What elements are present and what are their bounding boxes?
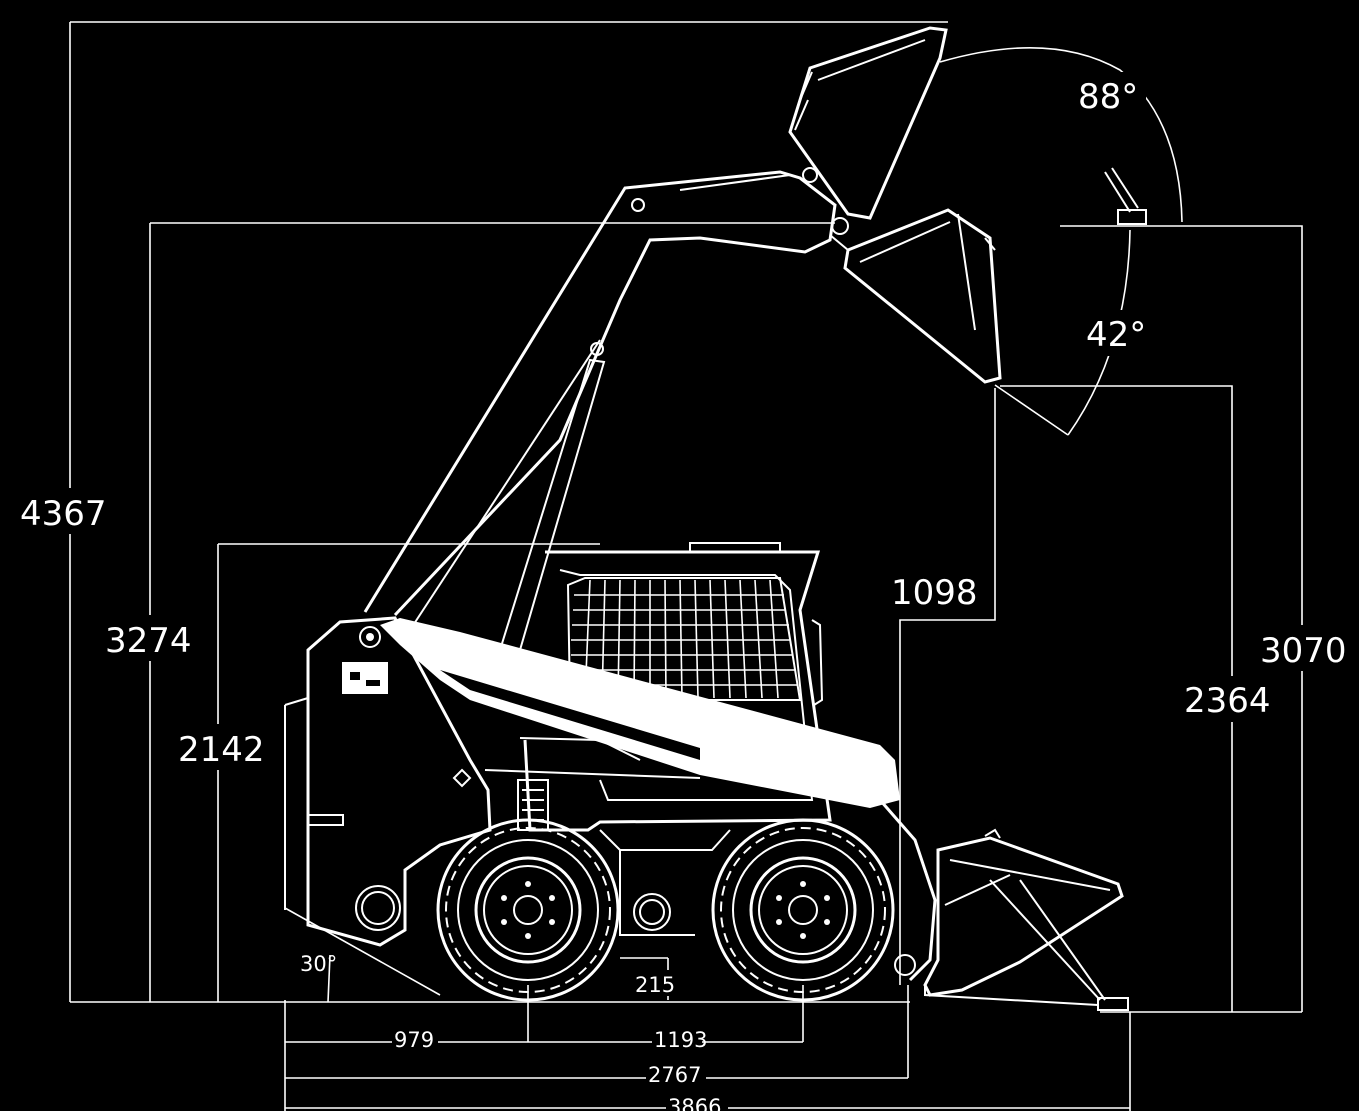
raised-lift-arm [363, 170, 837, 651]
raised-bucket-top [788, 26, 948, 235]
front-wheel [711, 818, 895, 1002]
tilt-indicator [1104, 167, 1147, 225]
label-2142: 2142 [178, 730, 265, 770]
label-3866: 3866 [668, 1095, 721, 1111]
dimension-lines [69, 21, 1303, 1111]
dimension-labels: 4367 3274 2142 1098 2364 3070 88° 42° 30… [16, 72, 1354, 1111]
rear-wheel [436, 818, 620, 1002]
label-1193: 1193 [654, 1028, 707, 1052]
label-3274: 3274 [105, 621, 192, 661]
label-2767: 2767 [648, 1063, 701, 1087]
machine-body [284, 542, 937, 982]
label-1098: 1098 [891, 573, 978, 613]
dumped-bucket-middle [829, 208, 1002, 384]
label-979: 979 [394, 1028, 434, 1052]
label-88-deg: 88° [1078, 77, 1138, 117]
label-215: 215 [635, 973, 675, 997]
label-4367: 4367 [20, 494, 107, 534]
label-30-deg: 30° [300, 952, 337, 976]
label-42-deg: 42° [1086, 315, 1146, 355]
lowered-bucket [923, 828, 1129, 1011]
label-2364: 2364 [1184, 681, 1271, 721]
label-3070: 3070 [1260, 631, 1347, 671]
